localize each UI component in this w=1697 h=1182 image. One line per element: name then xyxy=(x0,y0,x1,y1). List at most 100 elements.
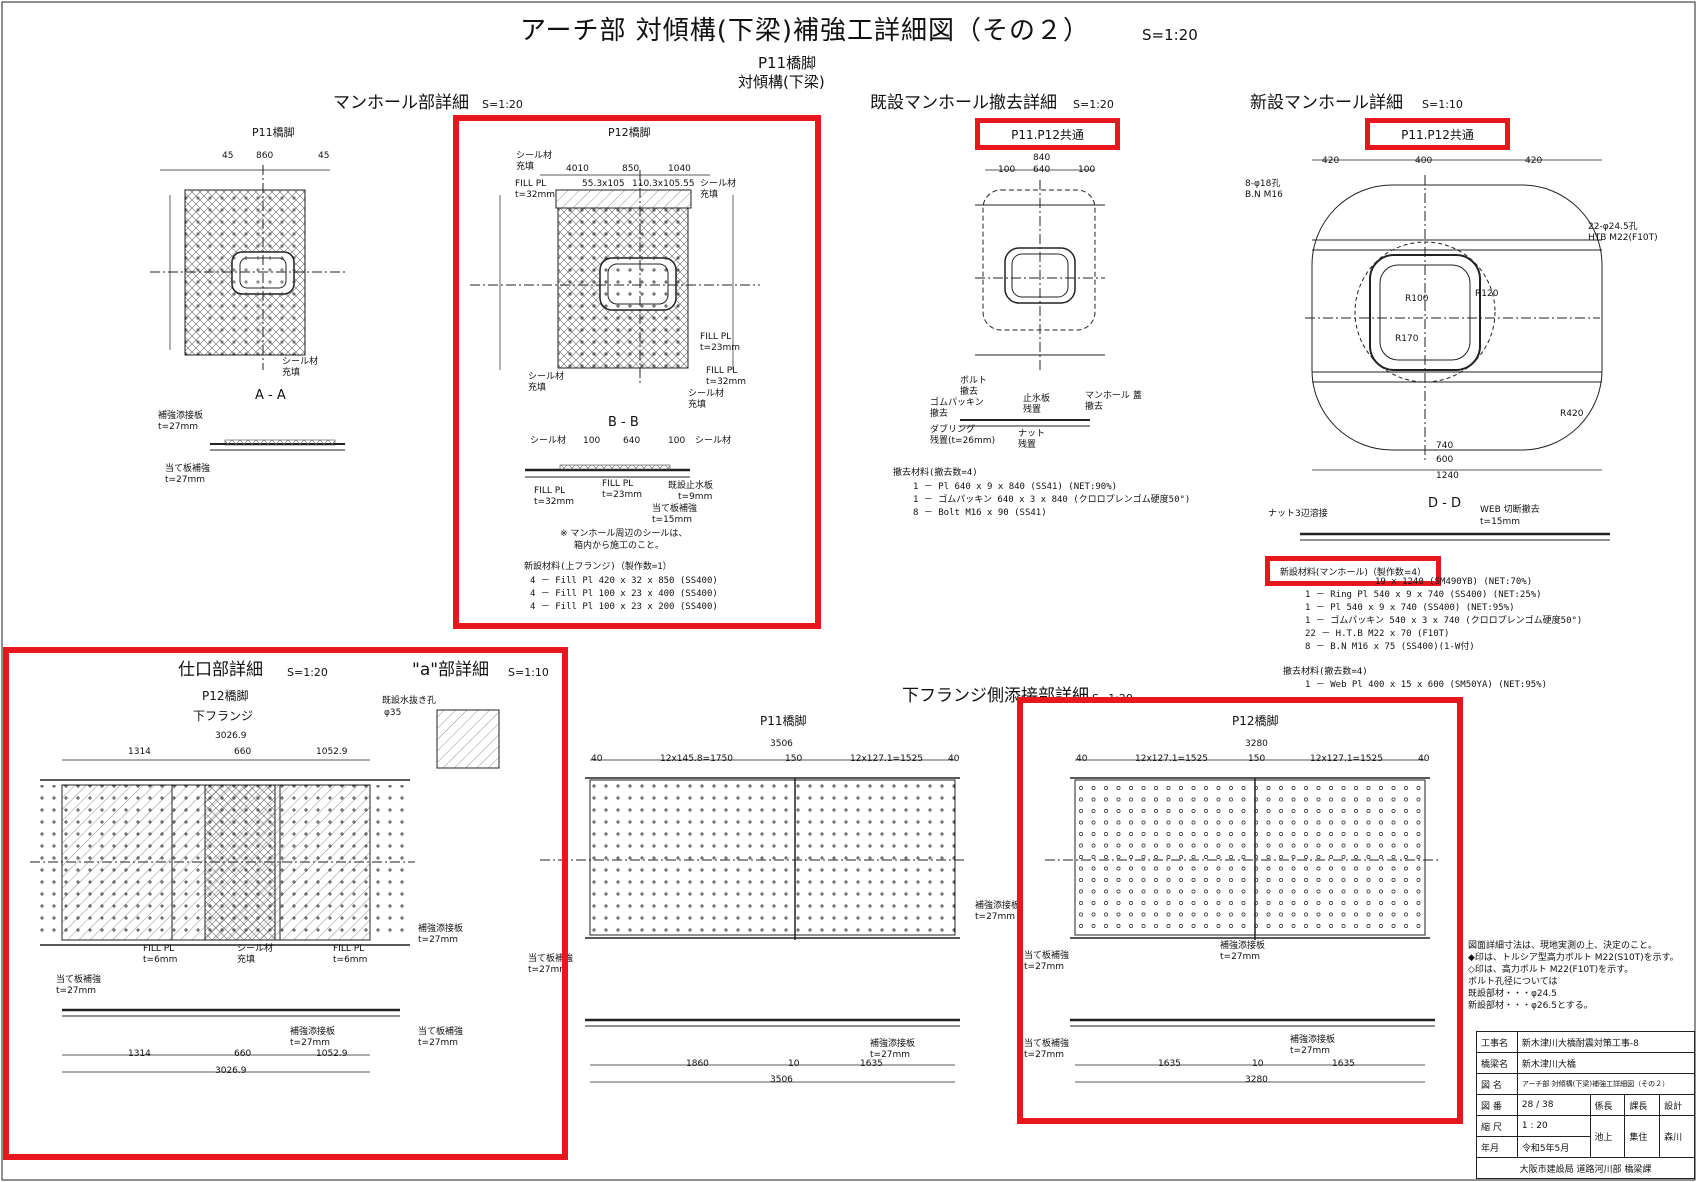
p11-seal-label: シール材 xyxy=(282,357,319,367)
lf-p12-back-b-t: t=27mm xyxy=(1024,1050,1065,1060)
p12-fill-right: 充填 xyxy=(700,190,719,200)
new-manhole-tag: P11.P12共通 xyxy=(1365,118,1510,150)
new-htb-label-a: 22-φ24.5孔 xyxy=(1588,222,1638,232)
note-line: 図面詳細寸法は、現地実測の上、決定のこと。 xyxy=(1468,941,1658,951)
manhole-title: マンホール部詳細 xyxy=(333,93,469,113)
splice-dim-660-top: 660 xyxy=(234,747,252,757)
existing-dim-640: 640 xyxy=(1033,165,1051,175)
splice-dim-1314-top: 1314 xyxy=(128,747,151,757)
bb-backplate-t: t=15mm xyxy=(652,515,693,525)
splice-hole-label: 既設水抜き孔 xyxy=(382,696,437,706)
new-dim-420b: 420 xyxy=(1525,156,1543,166)
splice-reinf-a-t: t=27mm xyxy=(418,935,459,945)
manhole-note-2: 箱内から施工のこと。 xyxy=(574,541,665,551)
bb-backplate: 当て板補強 xyxy=(652,504,698,514)
existing-removed-title: 撤去材料(撤去数=4) xyxy=(893,468,978,478)
new-dim-bottom-740: 740 xyxy=(1436,441,1454,451)
new-mh-removed-title: 撤去材料(撤去数=4) xyxy=(1283,667,1368,677)
new-materials-row-1: 4 － Fill Pl 420 x 32 x 850 (SS400) xyxy=(530,576,718,586)
splice-back-a: 当て板補強 xyxy=(56,975,102,985)
tb-office: 大阪市建設局 道路河川部 橋梁課 xyxy=(1476,1157,1695,1179)
lf-p12-reinf-b-t: t=27mm xyxy=(1290,1046,1331,1056)
splice-pier-label: P12橋脚 xyxy=(202,689,249,703)
tb-name: 集住 xyxy=(1624,1115,1661,1158)
bb-waterstop: 既設止水板 xyxy=(668,481,714,491)
new-manhole-title: 新設マンホール詳細 xyxy=(1250,93,1403,113)
page-title-scale: S=1:20 xyxy=(1142,26,1198,44)
p12-dim-e: 110.3x105.55 xyxy=(632,179,695,189)
existing-waterstop: 止水板 xyxy=(1023,394,1051,404)
p12-fill-top: 充填 xyxy=(516,162,535,172)
existing-removed-row-1: 1 － Pl 640 x 9 x 840 (SS41) (NET:90%) xyxy=(913,482,1118,492)
splice-reinf-b: 補強添接板 xyxy=(290,1027,336,1037)
tb-value: 新木津川大橋 xyxy=(1516,1052,1696,1074)
lf-p11-dim-40a: 40 xyxy=(591,754,603,764)
lf-p11-dim-150: 150 xyxy=(785,754,803,764)
bb-waterstop-t: t=9mm xyxy=(678,492,713,502)
new-hole-label-b: B.N M16 xyxy=(1245,190,1283,200)
lf-p12-dim-1525b: 12x127.1=1525 xyxy=(1310,754,1383,764)
new-mh-removed-row-1: 1 － Web Pl 400 x 15 x 600 (SM50YA) (NET:… xyxy=(1305,680,1547,690)
lf-p12-dim-total-bot: 3280 xyxy=(1245,1075,1268,1085)
splice-dim-total-top: 3026.9 xyxy=(215,731,247,741)
p12-fillpl-r2-t: t=32mm xyxy=(706,377,747,387)
note-line: ◆印は、トルシア型高力ボルト M22(S10T)を示す。 xyxy=(1468,953,1679,963)
new-materials-row-3: 4 － Fill Pl 100 x 23 x 200 (SS400) xyxy=(530,602,718,612)
p11-dim-center: 860 xyxy=(256,151,274,161)
lf-p11-dim-1525: 12x127.1=1525 xyxy=(850,754,923,764)
aa-reinf-label: 補強添接板 xyxy=(158,411,204,421)
existing-rubber-rm: 撤去 xyxy=(930,409,949,419)
existing-manhole-plan xyxy=(960,169,1105,427)
splice-back-a-t: t=27mm xyxy=(56,986,97,996)
note-line: ◇印は、高力ボルト M22(F10T)を示す。 xyxy=(1468,965,1634,975)
subtitle-member: 対傾構(下梁) xyxy=(738,73,825,91)
p12-fillpl-top: FILL PL xyxy=(515,179,547,189)
p11-dim-left: 45 xyxy=(222,151,234,161)
p12-dim-c: 1040 xyxy=(668,164,691,174)
existing-manhole-title: 既設マンホール撤去詳細 xyxy=(870,93,1057,113)
p11-dim-right: 45 xyxy=(318,151,330,161)
tb-name: 森川 xyxy=(1659,1115,1695,1158)
lf-p12-back-a-t: t=27mm xyxy=(1024,962,1065,972)
splice-dim-1052-top: 1052.9 xyxy=(316,747,348,757)
section-aa-label: A - A xyxy=(255,388,286,403)
new-r120: R120 xyxy=(1475,289,1499,299)
splice-back-b-t: t=27mm xyxy=(418,1038,459,1048)
existing-dim-100b: 100 xyxy=(1078,165,1096,175)
lower-flange-p12-plan xyxy=(1045,759,1440,1083)
splice-reinf-b-t: t=27mm xyxy=(290,1038,331,1048)
p12-fillpl-r1: FILL PL xyxy=(700,332,732,342)
splice-back-b: 当て板補強 xyxy=(418,1027,464,1037)
p12-fillpl-r1-t: t=23mm xyxy=(700,343,741,353)
lf-p12-label: P12橋脚 xyxy=(1232,714,1279,728)
p12-dim-d: 55.3x105 xyxy=(582,179,625,189)
subtitle-pier: P11橋脚 xyxy=(758,54,817,72)
tb-value: 28 / 38 xyxy=(1516,1094,1591,1116)
bb-seal-r: シール材 xyxy=(695,436,732,446)
new-manhole-plan xyxy=(1300,159,1610,541)
bb-fillpl-b: FILL PL xyxy=(534,486,566,496)
a-detail-scale: S=1:10 xyxy=(508,666,549,679)
bb-dim-c: 100 xyxy=(668,436,686,446)
lf-p12-reinf-b: 補強添接板 xyxy=(1290,1035,1336,1045)
title-block: 工事名新木津川大橋耐震対策工事-8 橋梁名新木津川大橋 図 名アーチ部 対傾構(… xyxy=(1476,1031,1696,1179)
splice-dim-1052-bot: 1052.9 xyxy=(316,1049,348,1059)
splice-reinf-a: 補強添接板 xyxy=(418,924,464,934)
p12-fillpl-r2: FILL PL xyxy=(706,366,738,376)
splice-scale: S=1:20 xyxy=(287,666,328,679)
splice-fillpl-a: FILL PL xyxy=(143,944,175,954)
section-dd-label: D - D xyxy=(1428,496,1461,511)
lf-p11-dim-40b: 40 xyxy=(948,754,960,764)
lf-p12-dim-40a: 40 xyxy=(1076,754,1088,764)
lf-p12-dim-1635b: 1635 xyxy=(1332,1059,1355,1069)
splice-dim-total-bot: 3026.9 xyxy=(215,1066,247,1076)
new-mh-mat-row-1: 19 x 1240 (SM490YB) (NET:70%) xyxy=(1375,577,1533,587)
bb-fillpl-a: FILL PL xyxy=(602,479,634,489)
new-r100: R100 xyxy=(1405,294,1429,304)
tb-role: 設計 xyxy=(1659,1094,1695,1116)
existing-doubling-keep: 残置(t=26mm) xyxy=(930,436,996,446)
lf-p12-dim-1635a: 1635 xyxy=(1158,1059,1181,1069)
new-mh-mat-row-5: 22 － H.T.B M22 x 70 (F10T) xyxy=(1305,629,1450,639)
section-bb-label: B - B xyxy=(608,415,639,430)
